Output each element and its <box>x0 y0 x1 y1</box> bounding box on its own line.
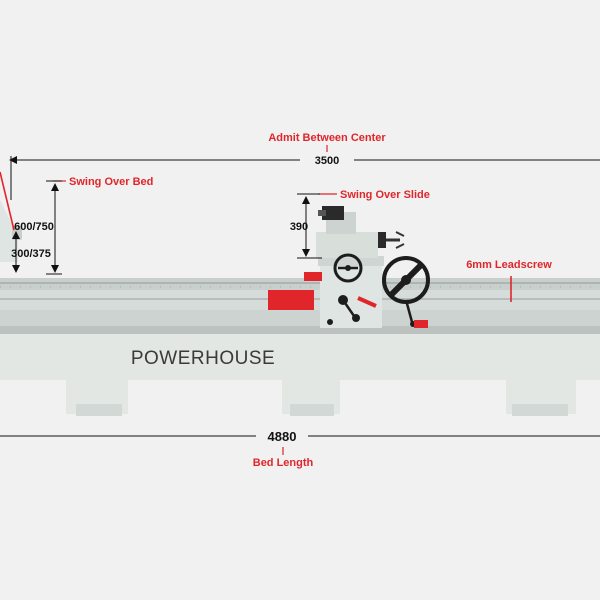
brand-name: POWERHOUSE <box>131 348 275 369</box>
leadscrew-callout: 6mm Leadscrew <box>466 259 552 302</box>
swing-over-bed-label: Swing Over Bed <box>69 176 153 188</box>
dim-4880: 4880 <box>268 429 297 444</box>
chip-tray <box>268 290 314 310</box>
dim-390: 390 <box>290 221 308 233</box>
bed-length-dimension: 4880 Bed Length <box>0 429 600 469</box>
dim-600-750: 600/750 <box>14 221 54 233</box>
swing-over-slide-dimension: Swing Over Slide 390 <box>290 189 430 259</box>
dim-300-375: 300/375 <box>11 248 51 260</box>
admit-between-center-label: Admit Between Center <box>268 132 386 144</box>
admit-between-center-dimension: Admit Between Center 3500 <box>9 132 600 200</box>
swing-over-bed-dimension: Swing Over Bed 600/750 300/375 <box>0 171 153 275</box>
dim-3500: 3500 <box>315 155 339 167</box>
carriage <box>268 206 430 328</box>
swing-over-slide-label: Swing Over Slide <box>340 189 430 201</box>
bed-length-label: Bed Length <box>253 457 314 469</box>
leadscrew-label: 6mm Leadscrew <box>466 259 552 271</box>
